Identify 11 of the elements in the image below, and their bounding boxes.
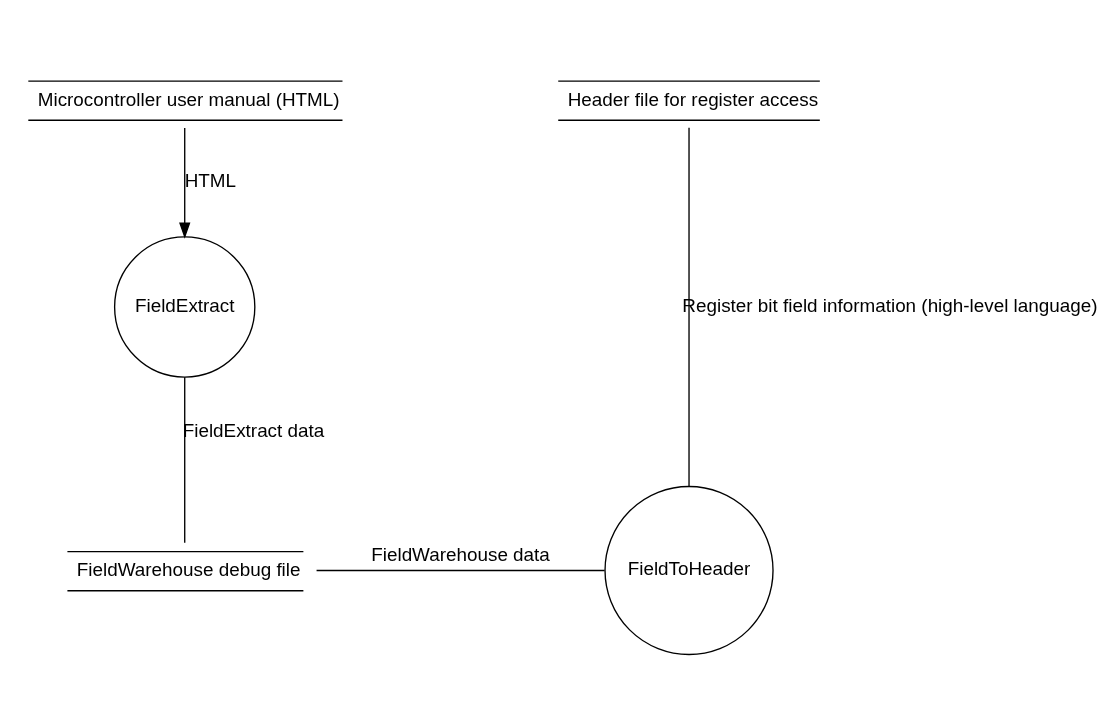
edge-label: HTML xyxy=(184,170,237,192)
connector xyxy=(184,376,186,544)
node-circle: FieldToHeader xyxy=(604,485,774,656)
node-circle: FieldExtract xyxy=(113,236,256,378)
connector xyxy=(688,127,690,487)
connector xyxy=(315,569,606,572)
node-text: Header file for register access xyxy=(567,88,819,110)
node-text: FieldWarehouse debug file xyxy=(76,559,301,581)
node-text: Microcontroller user manual (HTML) xyxy=(37,88,340,110)
edge-label: FieldWarehouse data xyxy=(371,544,550,566)
arrow xyxy=(179,127,191,239)
